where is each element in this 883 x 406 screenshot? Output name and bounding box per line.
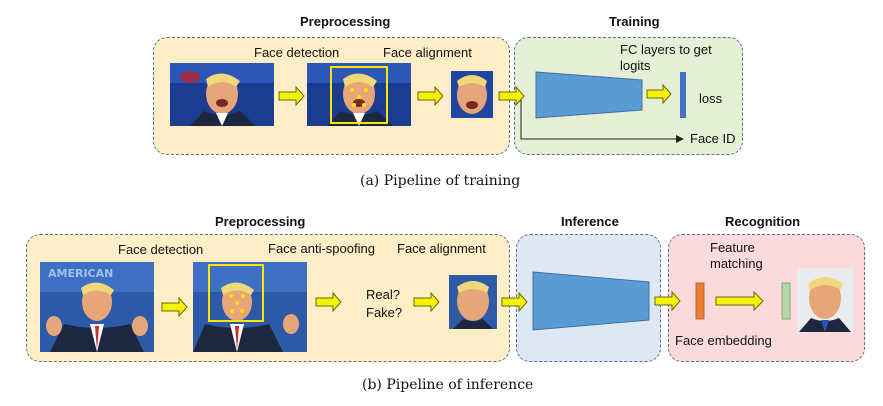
- recognition-title: Recognition: [725, 214, 801, 229]
- training-preprocessing-title: Preprocessing: [300, 14, 391, 29]
- inference-title: Inference: [561, 214, 619, 229]
- inference-detected-photo: [193, 262, 307, 352]
- inference-aligned-photo: [449, 275, 497, 329]
- training-aligned-photo: [451, 71, 493, 118]
- inference-preprocessing-title: Preprocessing: [215, 214, 306, 229]
- training-face-alignment-label: Face alignment: [383, 45, 472, 60]
- training-caption: (a) Pipeline of training: [360, 173, 521, 189]
- training-face-id-label: Face ID: [690, 131, 736, 146]
- training-fc-label: FC layers to get logits: [620, 42, 712, 73]
- training-loss-label: loss: [699, 91, 723, 106]
- inference-face-detection-label: Face detection: [118, 242, 204, 257]
- training-detected-photo: [307, 63, 411, 126]
- inference-extractor-label: Face feature extractor: [542, 286, 615, 317]
- training-title: Training: [609, 14, 660, 29]
- inference-face-alignment-label: Face alignment: [397, 241, 486, 256]
- face-embedding-label: Face embedding: [675, 333, 772, 348]
- training-extractor-label: Face feature extractor: [550, 81, 623, 112]
- feature-matching-label: Feature matching: [710, 240, 763, 271]
- inference-fake-label: Fake?: [366, 305, 403, 320]
- training-input-photo: [170, 63, 274, 126]
- training-face-detection-label: Face detection: [254, 45, 340, 60]
- inference-anti-spoofing-label: Face anti-spoofing: [268, 241, 375, 256]
- recognition-match-photo: [797, 268, 853, 332]
- inference-caption: (b) Pipeline of inference: [362, 377, 534, 393]
- inference-input-photo: AMERICAN: [40, 262, 154, 352]
- inference-real-label: Real?: [366, 287, 400, 302]
- svg-text:AMERICAN: AMERICAN: [48, 267, 113, 280]
